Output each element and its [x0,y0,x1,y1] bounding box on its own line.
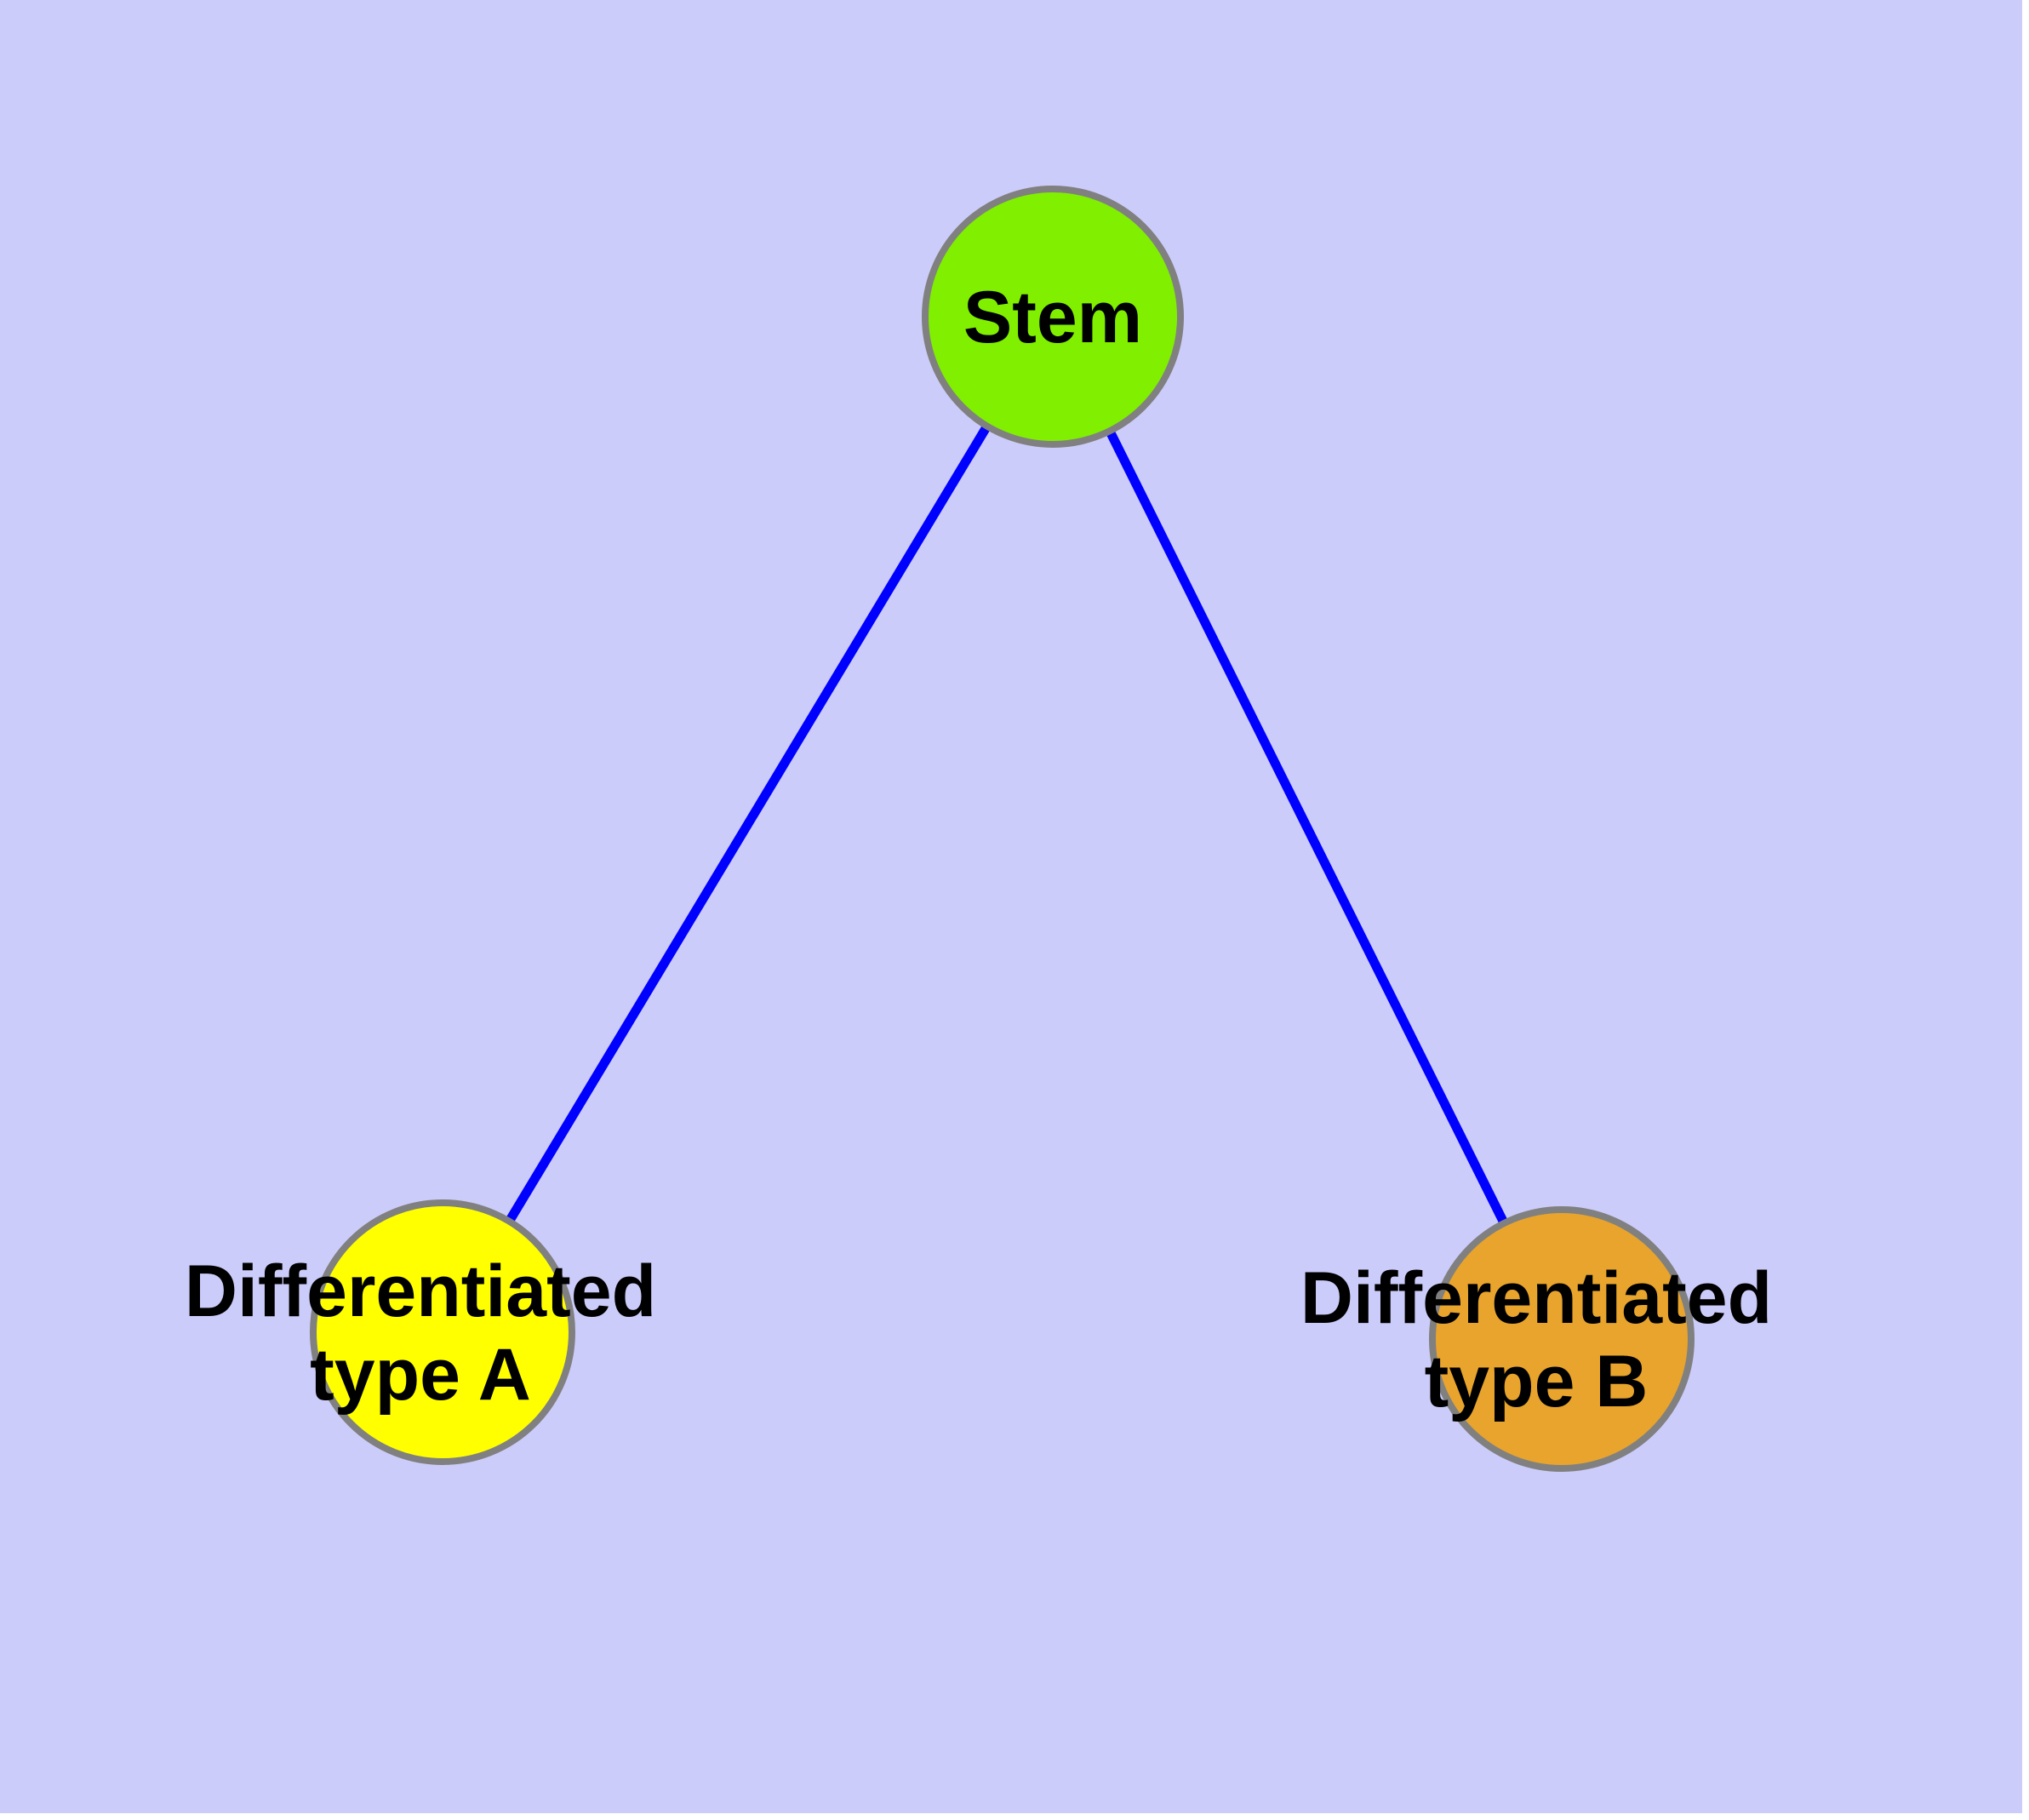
node-differentiated-type-b-label-line-1: Differentiated [1300,1257,1772,1339]
node-layer: Stem Differentiated type A Differentiate… [185,186,1772,1472]
edge-stem-to-differentiated-type-a[interactable] [505,423,992,1224]
node-differentiated-type-a[interactable]: Differentiated type A [185,1199,656,1465]
node-stem-circle[interactable] [922,186,1184,448]
node-differentiated-type-b-label-line-2: type B [1425,1341,1649,1422]
node-differentiated-type-a-label-line-1: Differentiated [185,1251,656,1332]
node-differentiated-type-b[interactable]: Differentiated type B [1300,1206,1772,1472]
edge-stem-to-differentiated-type-b[interactable] [1105,428,1509,1226]
node-stem-label: Stem [963,277,1142,358]
node-differentiated-type-a-label-line-2: type A [310,1334,531,1416]
node-differentiated-type-b-circle[interactable] [1429,1206,1695,1472]
node-stem[interactable]: Stem [922,186,1184,448]
node-differentiated-type-a-circle[interactable] [310,1199,575,1465]
edge-layer [505,423,1509,1226]
